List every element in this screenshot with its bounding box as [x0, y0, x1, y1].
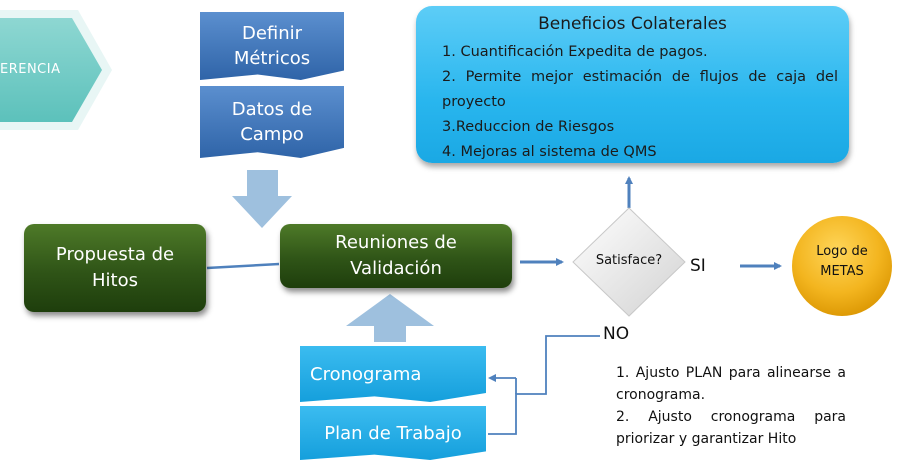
beneficios-list: 1. Cuantificación Expedita de pagos. 2. …	[442, 40, 838, 165]
note-item: 2. Ajusto cronograma para priorizar y ga…	[616, 409, 846, 447]
notes-text: 1. Ajusto PLAN para alinearse a cronogra…	[616, 362, 846, 450]
beneficio-item: 4. Mejoras al sistema de QMS	[442, 144, 657, 160]
chevron-badge	[0, 18, 102, 122]
goal-circle	[792, 216, 892, 316]
reuniones-validacion-label: Reuniones de Validación	[335, 232, 457, 279]
plan-trabajo-label: Plan de Trabajo	[324, 422, 462, 444]
down-arrow-big	[232, 170, 292, 228]
datos-campo-label: Datos de Campo	[231, 99, 313, 145]
note-item: 1. Ajusto PLAN para alinearse a cronogra…	[616, 365, 846, 403]
chevron-badge-label: ERENCIA	[0, 62, 61, 77]
datos-campo-box: Datos de Campo	[200, 86, 344, 158]
decision-label: Satisface?	[595, 253, 663, 268]
beneficio-item: 3.Reduccion de Riesgos	[442, 119, 615, 135]
cronograma-label: Cronograma	[310, 363, 422, 385]
beneficio-item: 1. Cuantificación Expedita de pagos.	[442, 44, 708, 60]
propuesta-hitos-label: Propuesta de Hitos	[55, 244, 175, 291]
propuesta-hitos-box: Propuesta de Hitos	[24, 224, 206, 312]
branch-yes-label: SI	[690, 256, 706, 276]
definir-metricos-box: Definir Métricos	[200, 12, 344, 80]
beneficios-box: Beneficios Colaterales 1. Cuantificación…	[416, 6, 849, 163]
branch-no-label: NO	[603, 324, 630, 344]
beneficios-title: Beneficios Colaterales	[538, 14, 727, 34]
goal-label: Logo de METAS	[816, 244, 868, 279]
beneficio-item: 2. Permite mejor estimación de flujos de…	[442, 69, 838, 110]
decision-diamond	[572, 207, 686, 317]
reuniones-validacion-box: Reuniones de Validación	[280, 224, 512, 288]
up-arrow-big	[346, 294, 434, 342]
cronograma-box: Cronograma	[300, 346, 486, 402]
plan-trabajo-box: Plan de Trabajo	[300, 406, 486, 460]
definir-metricos-label: Definir Métricos	[233, 23, 311, 69]
